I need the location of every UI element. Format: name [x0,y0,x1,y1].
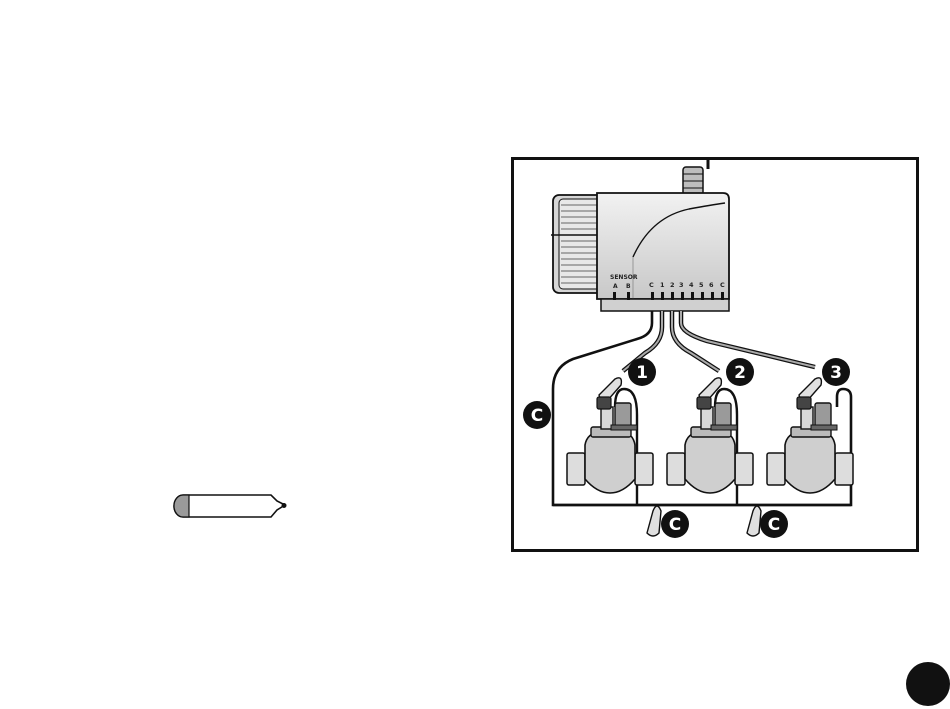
svg-text:C: C [531,406,543,426]
svg-text:C: C [669,515,681,535]
terminal-1: 1 [660,281,665,289]
svg-text:C: C [768,515,780,535]
terminal-2: 2 [670,281,675,289]
valve-3 [767,397,853,493]
callout-station-1: 1 [628,358,656,386]
controller-unit: SENSOR A B C 1 2 3 4 5 6 C [551,193,729,311]
callout-station-2: 2 [726,358,754,386]
terminal-3: 3 [679,281,684,289]
callout-station-3: 3 [822,358,850,386]
callout-common-bottom-1: C [661,510,689,538]
valve-2 [667,397,753,493]
callout-common-left: C [523,401,551,429]
callout-common-bottom-2: C [760,510,788,538]
svg-text:3: 3 [830,363,842,383]
sensor-label: SENSOR [610,274,638,281]
terminal-6: 6 [709,281,714,289]
terminal-c-left: C [649,281,654,289]
terminal-4: 4 [689,281,694,289]
terminal-5: 5 [699,281,704,289]
svg-text:1: 1 [636,363,648,383]
valve-1 [567,397,653,493]
sensor-terminal-a: A [613,283,618,290]
svg-text:2: 2 [734,363,746,383]
sensor-terminal-b: B [626,283,631,290]
cord-connector [683,167,703,195]
terminal-c-right: C [720,281,725,289]
wiring-diagram: SENSOR A B C 1 2 3 4 5 6 C [511,157,919,552]
page-number-badge [906,662,950,706]
pencil-icon [173,493,291,519]
